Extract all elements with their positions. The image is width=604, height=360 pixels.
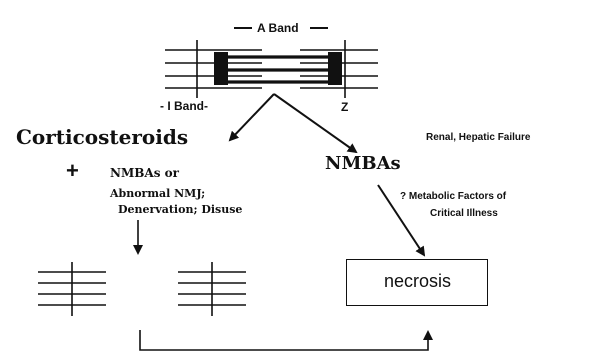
factor-nmbas-or: NMBAs or xyxy=(110,167,179,179)
plus-sign: + xyxy=(66,160,79,182)
i-band-dash-right: - xyxy=(204,99,208,113)
nmbas-label: NMBAs xyxy=(325,155,401,173)
sarcomere-small-middle xyxy=(178,262,246,316)
sarcomere-top xyxy=(165,40,378,98)
connector-to-necrosis xyxy=(140,330,428,350)
a-band-label: A Band xyxy=(257,22,299,34)
i-band-text: I Band xyxy=(167,99,204,113)
factor-critical-illness: Critical Illness xyxy=(430,209,498,219)
factor-metabolic: ? Metabolic Factors of xyxy=(400,192,506,202)
arrow-to-corticosteroids xyxy=(230,94,274,140)
i-band-label: - I Band- xyxy=(160,100,208,112)
factor-renal-hepatic-failure: Renal, Hepatic Failure xyxy=(426,133,530,143)
z-line-label: Z xyxy=(341,101,348,113)
factor-abnormal-nmj: Abnormal NMJ; xyxy=(110,188,205,199)
factor-denervation-disuse: Denervation; Disuse xyxy=(118,204,242,215)
corticosteroids-label: Corticosteroids xyxy=(16,127,188,147)
necrosis-label: necrosis xyxy=(384,272,451,290)
sarcomere-small-left xyxy=(38,262,106,316)
